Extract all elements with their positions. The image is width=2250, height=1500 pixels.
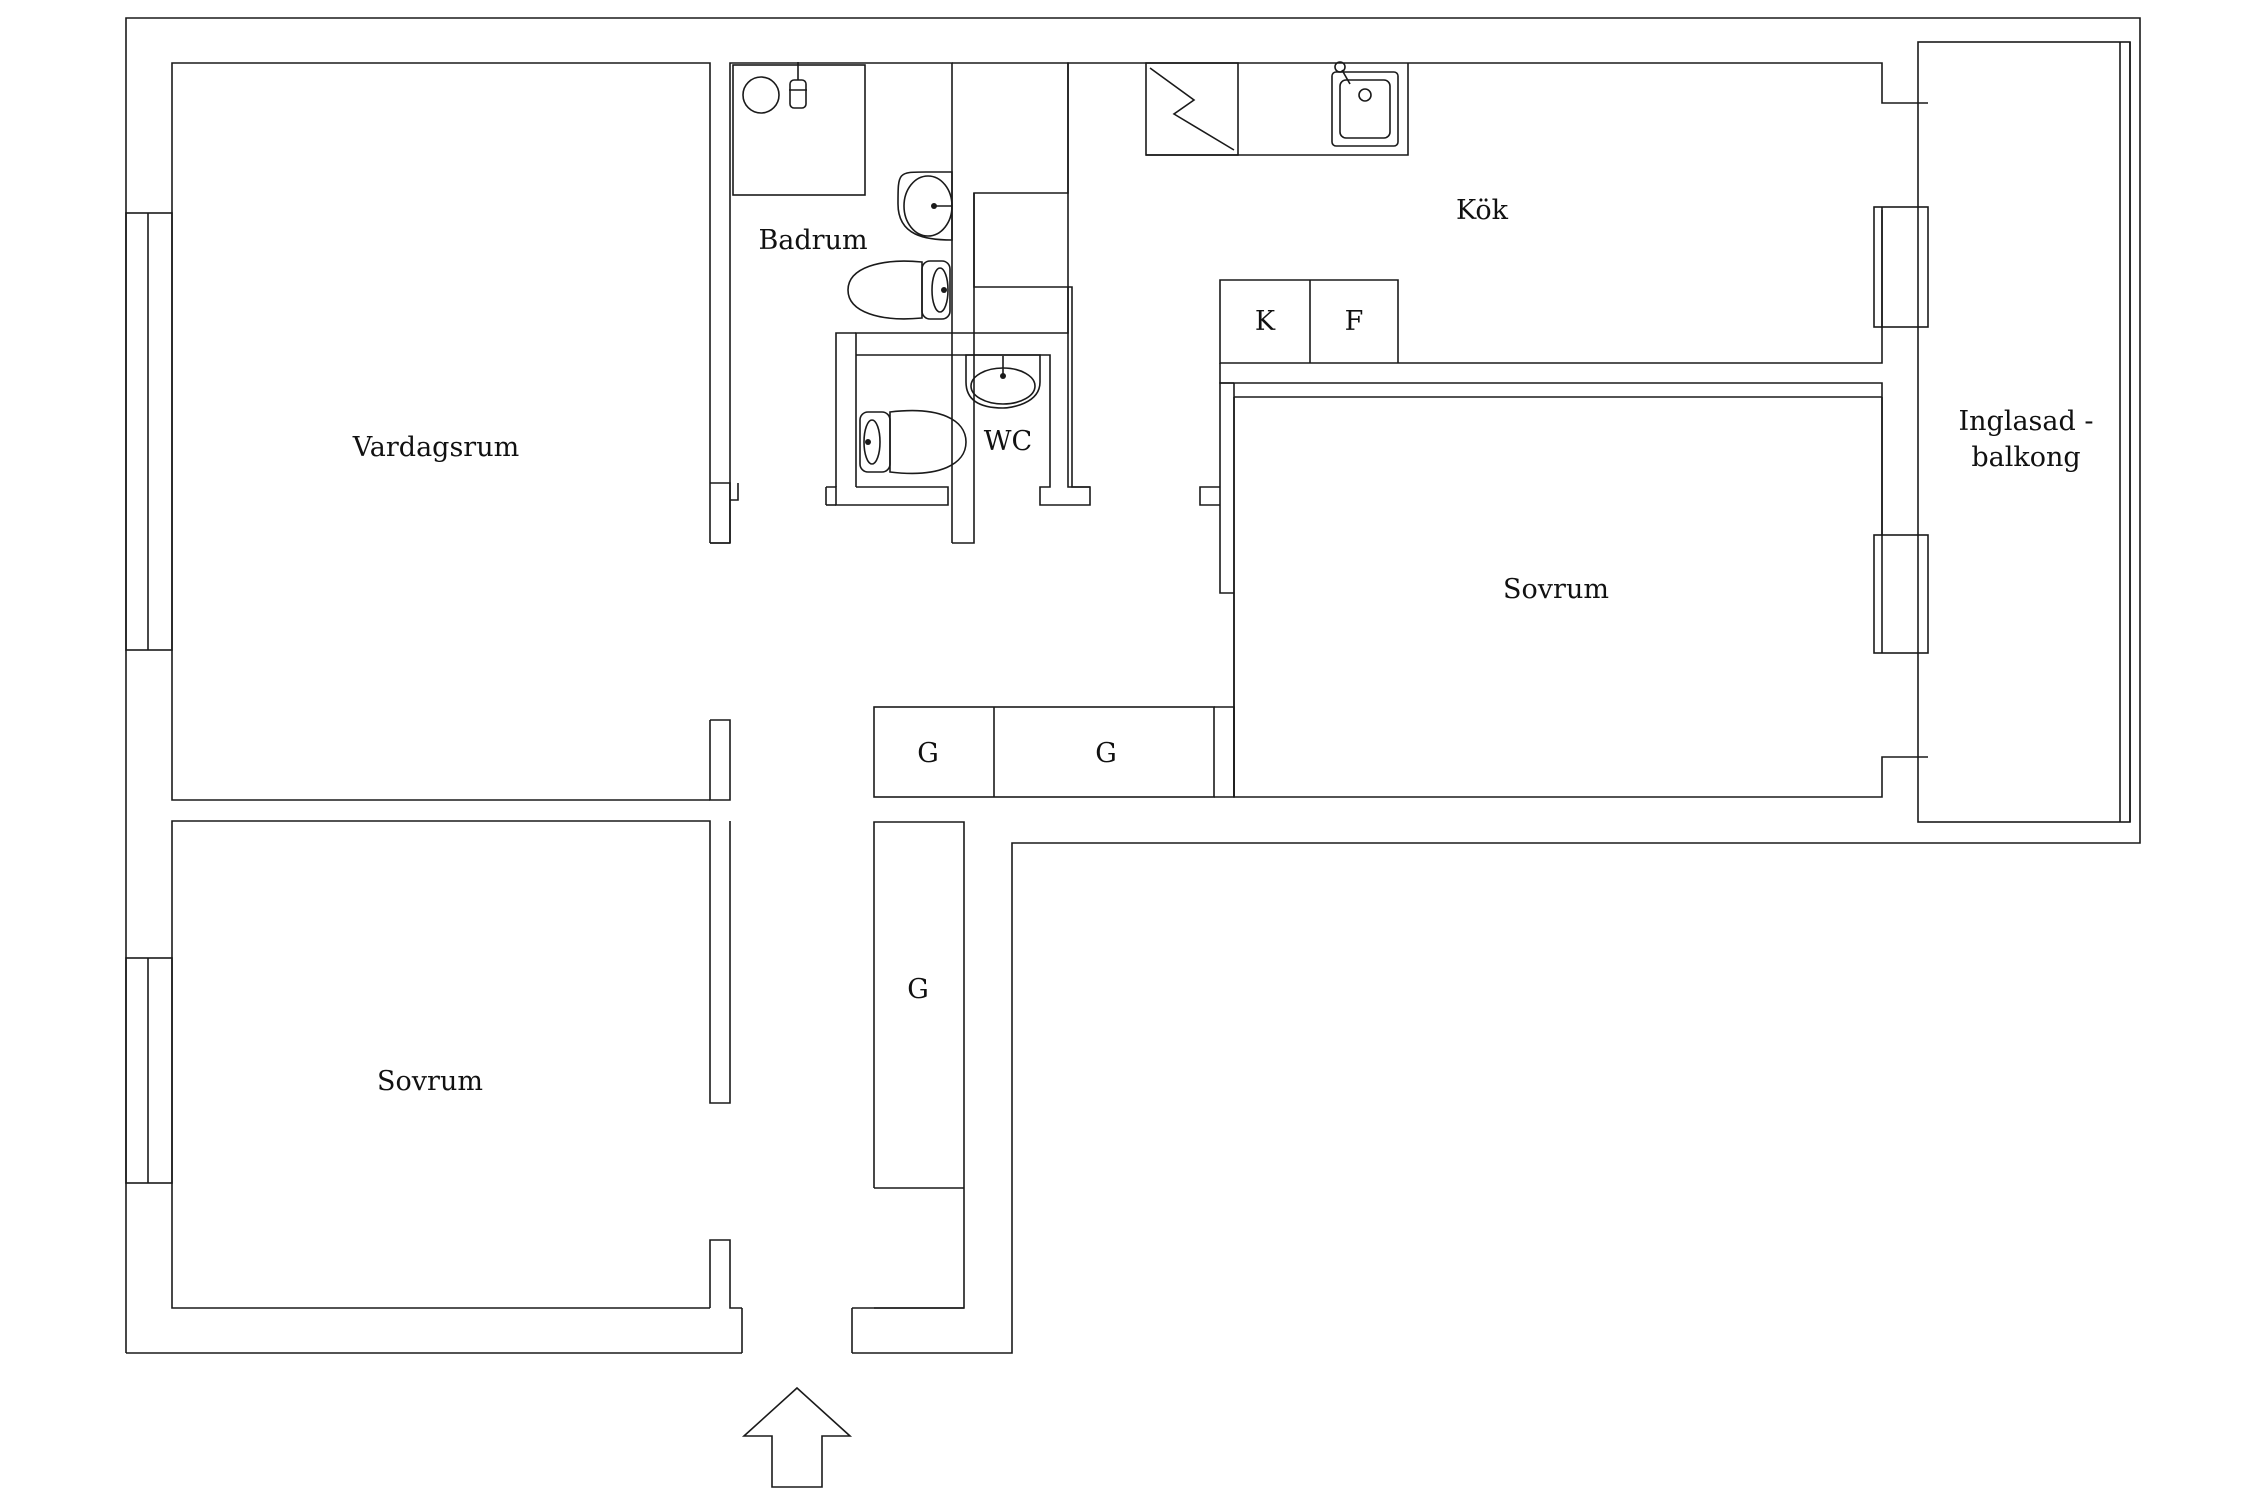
room-kok: [1067, 62, 1928, 797]
wc-sink-icon: [965, 354, 1041, 409]
room-sovrum-left: [171, 820, 742, 1309]
balcony-glazed: [1917, 41, 2131, 823]
closet-label-g2: G: [1095, 738, 1117, 769]
window-sovrum-right: [1873, 534, 1929, 654]
badrum-sink-icon: [897, 171, 953, 241]
room-badrum: [729, 62, 1069, 544]
closet-vertical: [852, 821, 965, 1309]
kitchen-counter: [1146, 63, 1409, 156]
appliance-label-k: K: [1255, 306, 1276, 337]
stove-icon: [1145, 62, 1239, 156]
kitchen-sink-icon: [1331, 61, 1399, 147]
room-label-sovrum-left: Sovrum: [377, 1066, 483, 1097]
badrum-toilet-icon: [847, 260, 951, 320]
window-vardagsrum: [125, 212, 173, 651]
kok-door-trim: [1068, 286, 1220, 506]
room-label-kok: Kök: [1456, 195, 1509, 226]
room-sovrum-right: [1233, 396, 1928, 798]
outer-wall: [125, 17, 2141, 1354]
closet-label-g3: G: [907, 974, 929, 1005]
room-label-balkong-1: Inglasad -: [1958, 406, 2093, 437]
room-label-vardagsrum: Vardagsrum: [352, 432, 519, 463]
closet-label-g1: G: [917, 738, 939, 769]
window-sovrum-left: [125, 957, 173, 1184]
entrance-arrow-icon: [741, 1386, 853, 1488]
room-label-wc: WC: [984, 426, 1032, 457]
window-kok: [1873, 206, 1929, 328]
shower: [732, 62, 866, 196]
room-label-badrum: Badrum: [758, 225, 867, 256]
appliance-label-f: F: [1345, 306, 1364, 337]
wc-toilet-icon: [859, 409, 967, 475]
room-label-sovrum-right: Sovrum: [1503, 574, 1609, 605]
room-label-balkong-2: balkong: [1971, 442, 2080, 473]
